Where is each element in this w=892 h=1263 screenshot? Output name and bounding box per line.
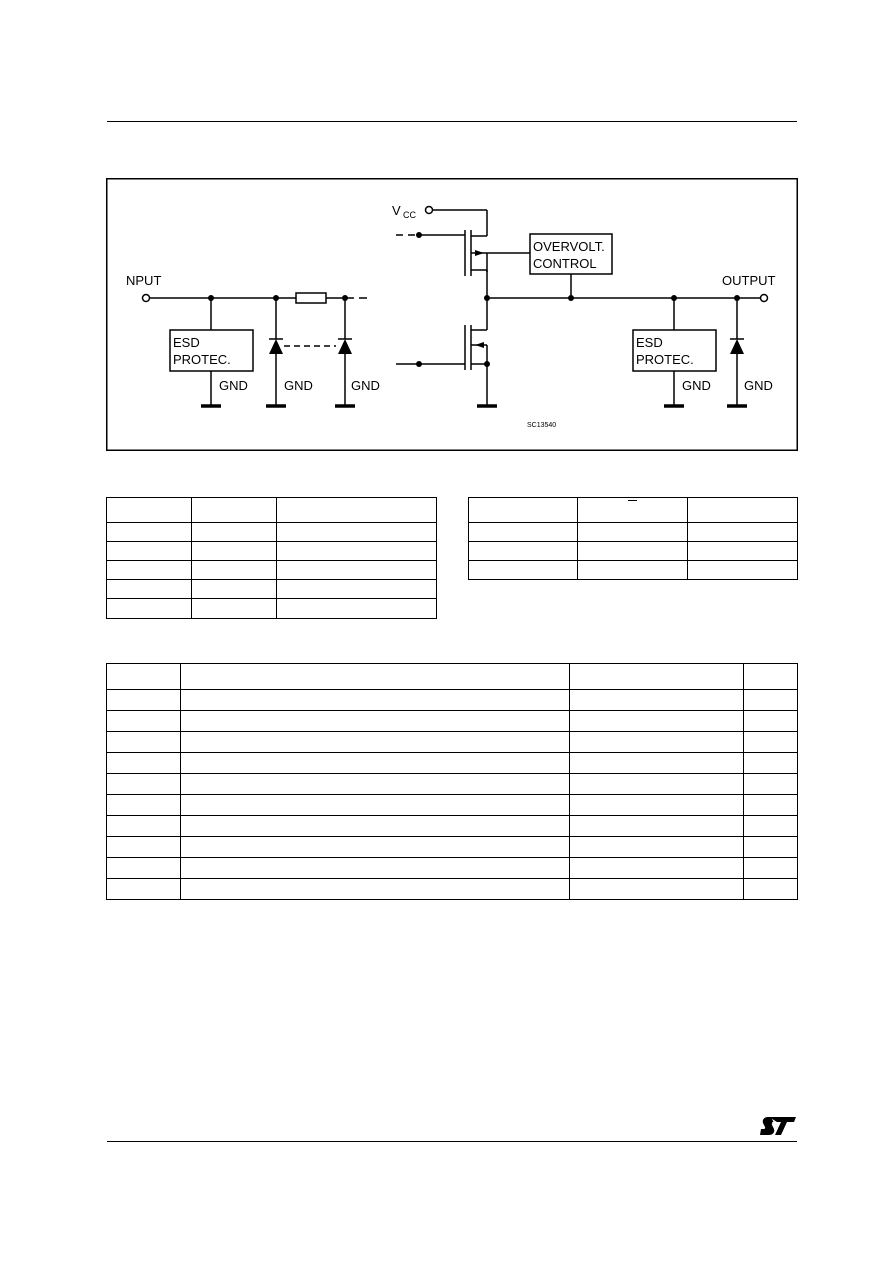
gnd-label-4: GND — [682, 378, 711, 393]
table-row — [106, 794, 798, 816]
table-row — [106, 522, 437, 542]
table-row — [106, 731, 798, 753]
diode-2-triangle — [338, 339, 352, 354]
vcc-terminal — [424, 205, 434, 215]
gnd-label-5: GND — [744, 378, 773, 393]
esd-left-label-2: PROTEC. — [173, 352, 231, 367]
figure-frame — [106, 178, 798, 451]
table-row — [468, 560, 798, 580]
table-row — [106, 497, 437, 523]
diode-3-triangle — [730, 339, 744, 354]
table-row — [468, 541, 798, 561]
diode-1-triangle — [269, 339, 283, 354]
overline-mark — [628, 500, 637, 501]
large-table — [106, 663, 798, 900]
table-row — [468, 522, 798, 542]
table-row — [106, 579, 437, 599]
table-row — [106, 773, 798, 795]
figure-code: SC13540 — [527, 422, 556, 429]
table-row — [106, 836, 798, 858]
header-rule — [107, 121, 797, 122]
gnd-label-2: GND — [284, 378, 313, 393]
table-row — [106, 598, 437, 619]
footer-rule — [107, 1141, 797, 1142]
table-row — [106, 710, 798, 732]
right-small-table — [468, 497, 798, 580]
input-terminal — [141, 293, 151, 303]
table-row — [468, 497, 798, 523]
vcc-label: V — [392, 203, 401, 218]
output-terminal — [759, 293, 769, 303]
input-label: NPUT — [126, 273, 161, 288]
table-row — [106, 541, 437, 561]
table-row — [106, 689, 798, 711]
table-row — [106, 560, 437, 580]
esd-right-label-1: ESD — [636, 335, 663, 350]
series-resistor — [295, 292, 327, 304]
gnd-label-3: GND — [351, 378, 380, 393]
left-small-table — [106, 497, 437, 619]
gnd-label-1: GND — [219, 378, 248, 393]
vcc-sub: CC — [403, 210, 416, 220]
table-row — [106, 857, 798, 879]
schematic-figure: V CC NPUT OUTPUT OVERVOLT. CONTROL ESD P… — [106, 178, 798, 451]
overvolt-label-2: CONTROL — [533, 256, 597, 271]
st-logo-icon — [760, 1117, 796, 1135]
table-row — [106, 663, 798, 690]
table-row — [106, 815, 798, 837]
output-label: OUTPUT — [722, 273, 776, 288]
overvolt-label-1: OVERVOLT. — [533, 239, 605, 254]
esd-right-label-2: PROTEC. — [636, 352, 694, 367]
table-row — [106, 878, 798, 900]
table-row — [106, 752, 798, 774]
esd-left-label-1: ESD — [173, 335, 200, 350]
schematic-svg: V CC NPUT OUTPUT OVERVOLT. CONTROL ESD P… — [106, 178, 798, 451]
